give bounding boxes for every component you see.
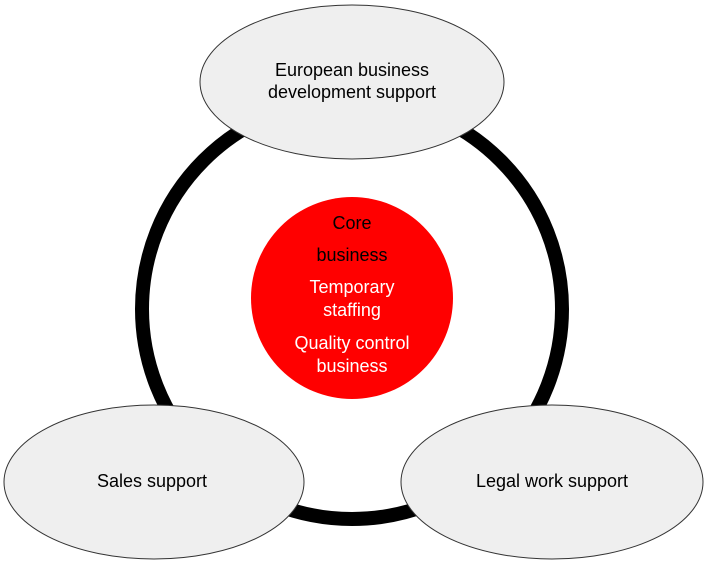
core-title-line-2: business (316, 245, 387, 265)
core-item-quality-control-1: Quality control (294, 333, 409, 353)
core-title-line-1: Core (332, 213, 371, 233)
european-business-label-1: European business (275, 60, 429, 80)
core-item-temporary-staffing-1: Temporary (309, 277, 394, 297)
core-item-quality-control-2: business (316, 356, 387, 376)
core-item-temporary-staffing-2: staffing (323, 300, 381, 320)
sales-support-node (3, 404, 305, 560)
sales-support-label: Sales support (97, 471, 207, 491)
european-business-label-2: development support (268, 82, 436, 102)
european-business-node (199, 4, 505, 160)
legal-work-support-label: Legal work support (476, 471, 628, 491)
core-business-circle (251, 197, 453, 399)
legal-work-support-node (400, 404, 704, 560)
